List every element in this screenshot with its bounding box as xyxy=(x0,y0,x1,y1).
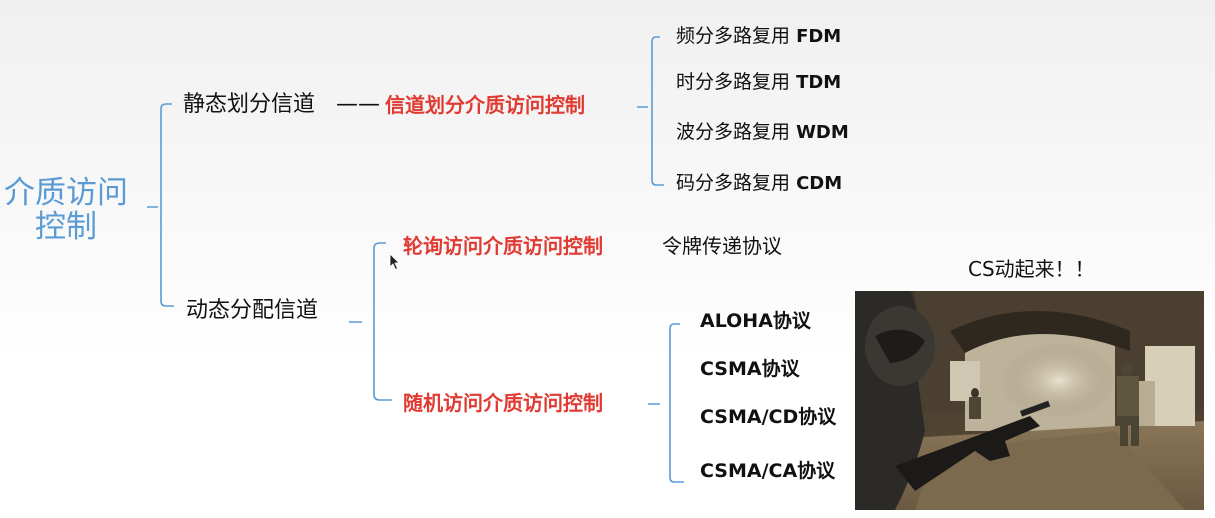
wdm-abbr: WDM xyxy=(796,122,849,143)
polling-mac: 轮询访问介质访问控制 xyxy=(403,234,603,258)
tdm-name: 时分多路复用 xyxy=(676,71,791,93)
game-screenshot xyxy=(855,291,1204,510)
static-bracket xyxy=(637,36,664,186)
image-caption: CS动起来！！ xyxy=(968,257,1095,281)
tdm-abbr: TDM xyxy=(796,72,842,93)
csma-protocol: CSMA协议 xyxy=(700,358,800,380)
root-bracket xyxy=(147,103,174,307)
static-dash: —— xyxy=(336,92,380,117)
token-passing-protocol: 令牌传递协议 xyxy=(662,234,782,258)
wdm-name: 波分多路复用 xyxy=(676,121,791,143)
root-line2: 控制 xyxy=(35,209,97,246)
cdm-item: 码分多路复用 CDM xyxy=(676,174,842,193)
game-scene-illustration xyxy=(855,291,1204,510)
cdm-name: 码分多路复用 xyxy=(676,172,791,194)
aloha-protocol: ALOHA协议 xyxy=(700,310,811,332)
channel-partition-mac: 信道划分介质访问控制 xyxy=(385,93,585,117)
dynamic-channel-label: 动态分配信道 xyxy=(186,298,319,323)
random-access-mac: 随机访问介质访问控制 xyxy=(403,391,603,415)
root-node: 介质访问 控制 xyxy=(4,176,128,244)
fdm-item: 频分多路复用 FDM xyxy=(676,27,841,46)
wdm-item: 波分多路复用 WDM xyxy=(676,123,849,142)
fdm-name: 频分多路复用 xyxy=(676,25,791,47)
static-channel-label: 静态划分信道 xyxy=(183,92,316,117)
mouse-cursor-icon xyxy=(389,253,400,271)
csma-ca-protocol: CSMA/CA协议 xyxy=(700,460,836,482)
root-line1: 介质访问 xyxy=(4,175,128,211)
csma-cd-protocol: CSMA/CD协议 xyxy=(700,406,837,428)
random-bracket xyxy=(648,323,684,483)
tdm-item: 时分多路复用 TDM xyxy=(676,73,841,92)
cdm-abbr: CDM xyxy=(796,173,843,194)
dynamic-bracket xyxy=(349,242,392,401)
fdm-abbr: FDM xyxy=(796,26,842,47)
